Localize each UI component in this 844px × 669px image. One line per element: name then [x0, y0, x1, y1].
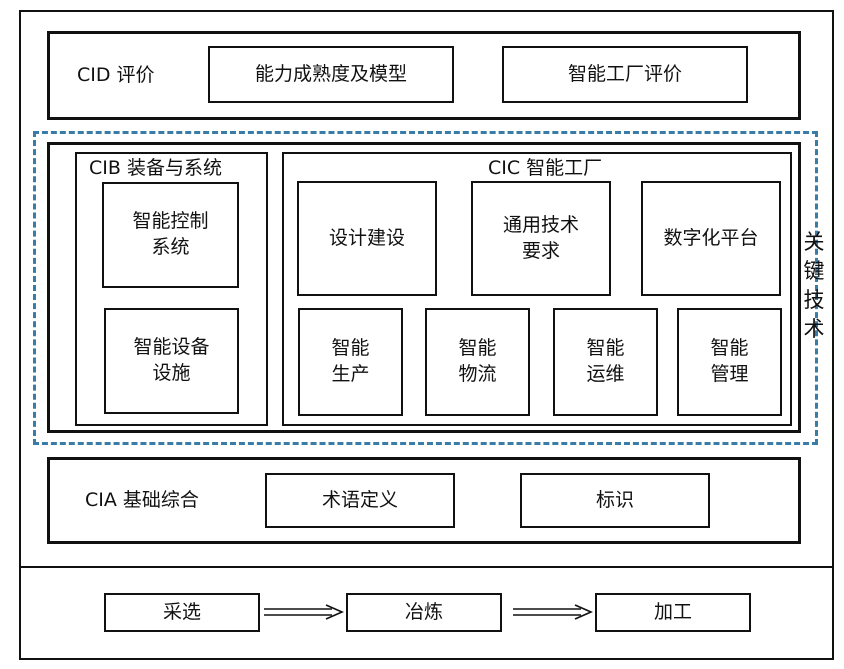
cic-item-design-construction: 设计建设 — [297, 181, 437, 296]
process-arrow-2 — [513, 604, 593, 620]
key-technology-region — [33, 131, 818, 445]
cic-item-smart-production: 智能 生产 — [298, 308, 403, 416]
process-step-smelting: 冶炼 — [346, 593, 502, 632]
cib-item-equipment-facilities: 智能设备 设施 — [104, 308, 239, 414]
cid-item-factory-evaluation: 智能工厂评价 — [502, 46, 748, 103]
process-step-mining: 采选 — [104, 593, 260, 632]
cic-item-smart-operations: 智能 运维 — [553, 308, 658, 416]
cib-item-control-system: 智能控制 系统 — [102, 182, 239, 288]
cib-label: CIB 装备与系统 — [89, 157, 222, 179]
process-arrow-1 — [264, 604, 344, 620]
cic-item-smart-management: 智能 管理 — [677, 308, 782, 416]
process-divider — [19, 566, 834, 568]
cid-item-maturity-model: 能力成熟度及模型 — [208, 46, 454, 103]
cia-item-identification: 标识 — [520, 473, 710, 528]
cic-item-digital-platform: 数字化平台 — [641, 181, 781, 296]
cic-item-smart-logistics: 智能 物流 — [425, 308, 530, 416]
cic-label: CIC 智能工厂 — [488, 157, 603, 179]
cid-label: CID 评价 — [77, 64, 155, 86]
cic-item-general-technical-requirements: 通用技术 要求 — [471, 181, 611, 296]
key-technology-label: 关 键 技 术 — [803, 230, 825, 341]
cia-item-terminology: 术语定义 — [265, 473, 455, 528]
process-step-processing: 加工 — [595, 593, 751, 632]
cia-label: CIA 基础综合 — [85, 489, 199, 511]
